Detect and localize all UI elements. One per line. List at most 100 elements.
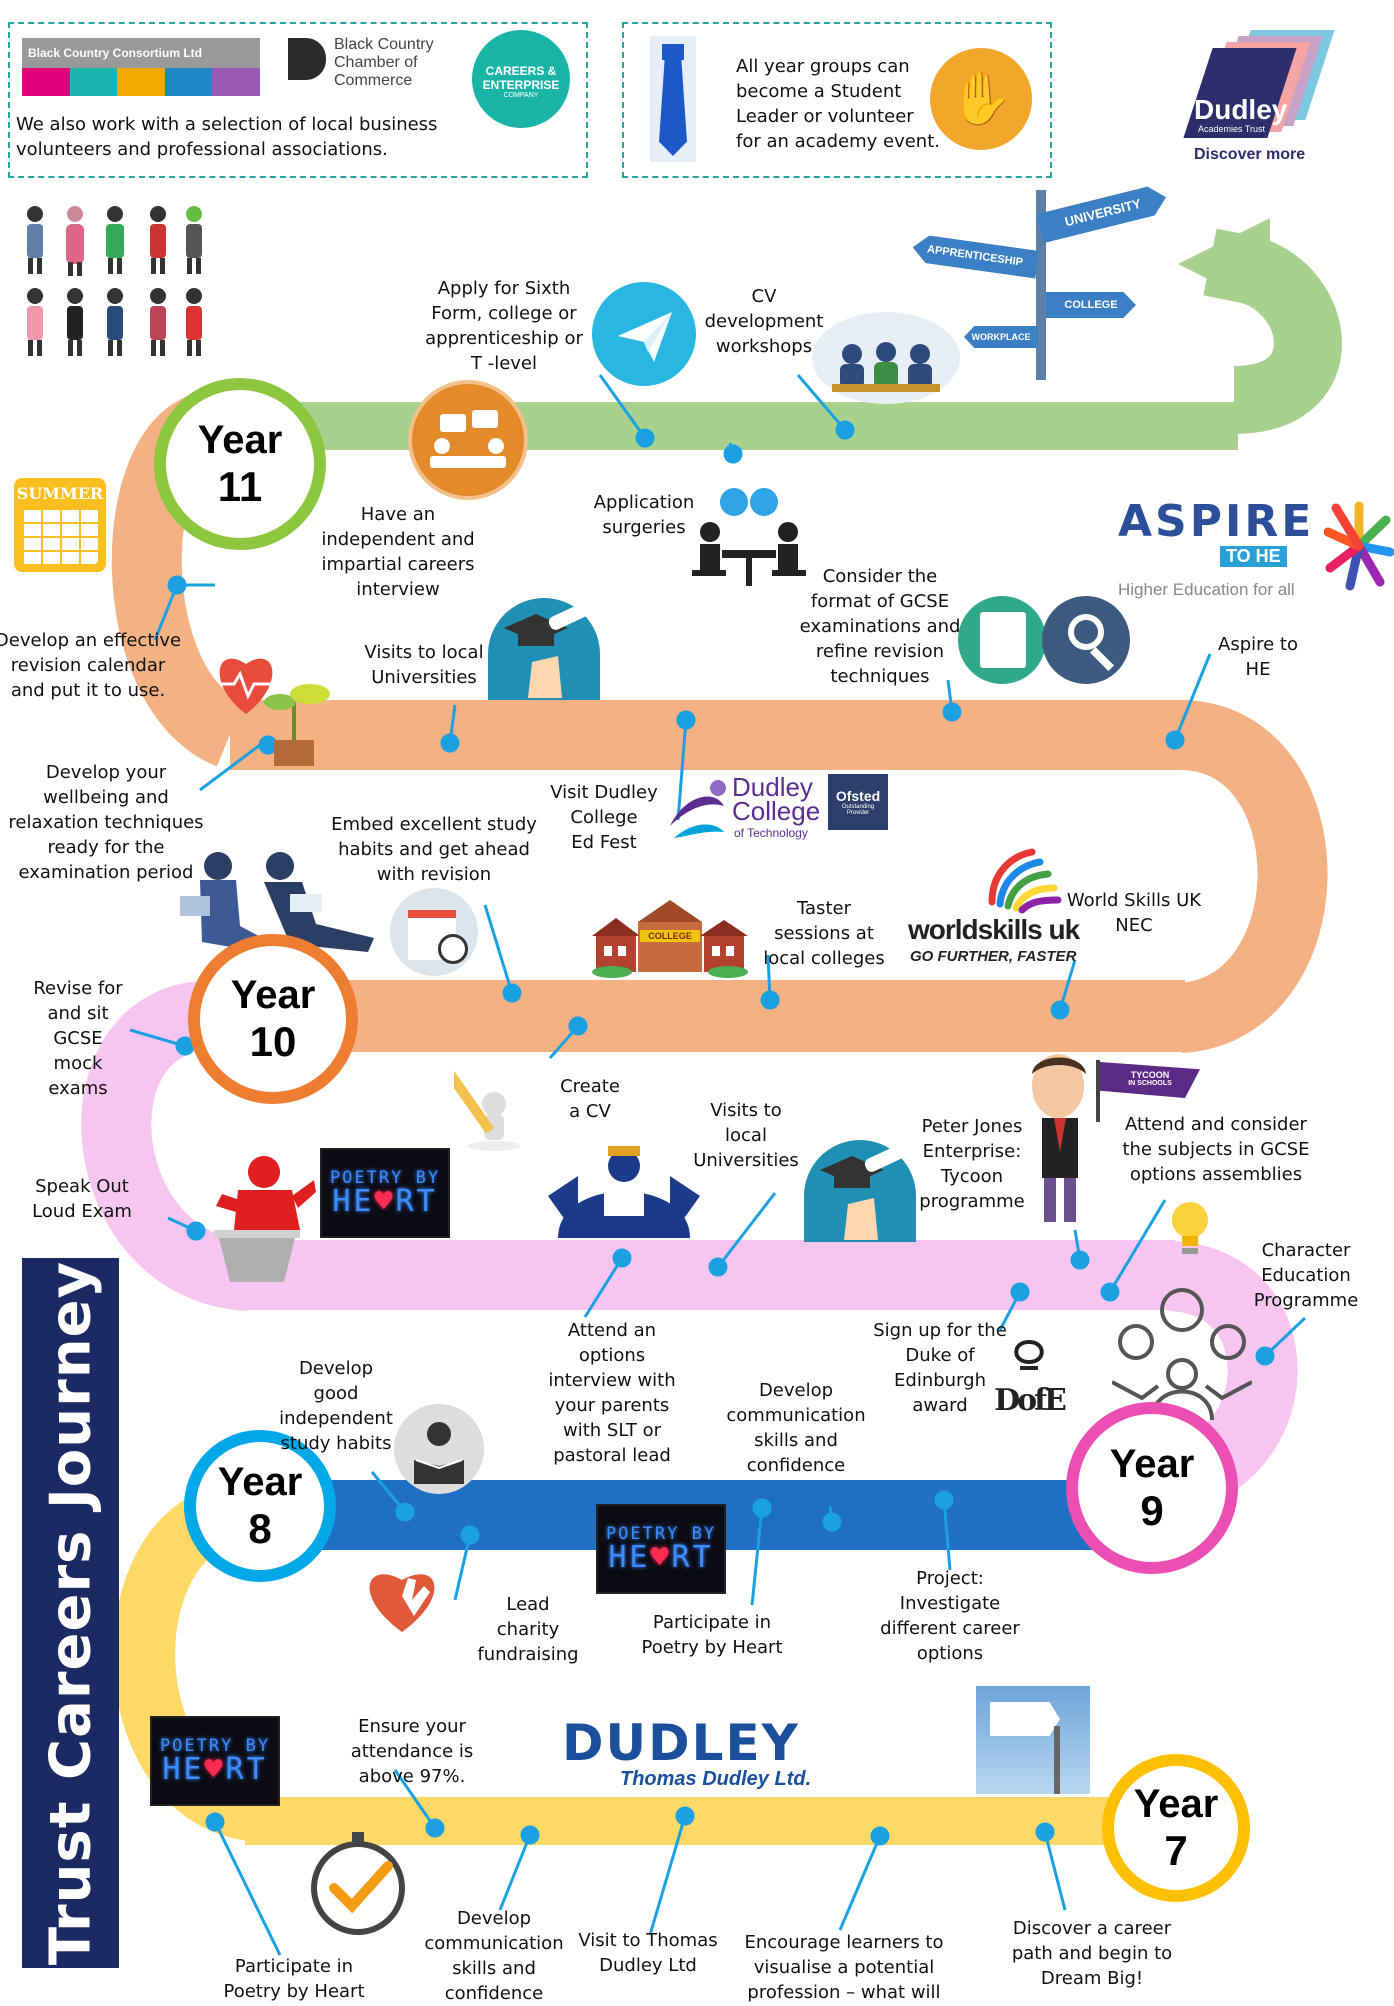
milestone-line: with revision: [376, 864, 492, 885]
milestone-line: Programme: [1253, 1290, 1359, 1311]
graduation-icon-y10: [804, 1140, 916, 1242]
milestone-line: Universities: [371, 667, 477, 688]
milestone-line: Develop an effective: [0, 630, 182, 651]
milestone-line: Encourage learners to: [744, 1932, 944, 1953]
milestone-line: Attend an: [567, 1320, 657, 1341]
milestone-line: Visit to Thomas: [578, 1930, 718, 1951]
speaker-podium-icon: [200, 1150, 316, 1286]
milestone-line: surgeries: [602, 517, 686, 538]
milestone-line: Participate in: [234, 1956, 354, 1977]
aspire-logo: ASPIRE TO HE Higher Education for all: [1114, 494, 1394, 614]
journey-title: Trust Careers Journey: [38, 1260, 103, 1966]
milestone-line: interview: [356, 579, 440, 600]
milestone-line: Peter Jones: [921, 1116, 1023, 1137]
milestone-line: examination period: [18, 862, 194, 883]
milestone-line: interview with: [548, 1370, 676, 1391]
milestone-line: pastoral lead: [553, 1445, 671, 1466]
milestone-line: development: [704, 311, 824, 332]
milestone-line: Project:: [916, 1568, 984, 1589]
cv-workshop-icon: [812, 312, 960, 404]
milestone-line: Discover a career: [1012, 1918, 1172, 1939]
consortium-logo: Black Country Consortium Ltd: [22, 38, 260, 96]
year10-badge: Year 10: [188, 934, 358, 1104]
milestone-line: College: [570, 807, 638, 828]
milestone-line: Speak Out: [35, 1176, 129, 1197]
milestone-line: above 97%.: [358, 1766, 466, 1787]
year9-badge: Year 9: [1066, 1402, 1238, 1574]
worldskills-logo: worldskills uk GO FURTHER, FASTER: [908, 842, 1080, 966]
milestone-line: Dream Big!: [1040, 1968, 1144, 1989]
application-surgeries-icon: [684, 484, 814, 590]
peter-jones-caricature-icon: [1024, 1052, 1096, 1228]
milestone-line: format of GCSE: [810, 591, 950, 612]
raised-hands-icon: ✋: [930, 48, 1032, 150]
revision-techniques-icon: [958, 596, 1134, 692]
milestone-line: refine revision: [815, 641, 945, 662]
dudley-college-logo: Dudley College of Technology Ofsted Outs…: [664, 772, 892, 858]
return-arrow-head: [1178, 218, 1270, 310]
milestone-line: Visit Dudley: [550, 782, 658, 803]
tie-icon: [650, 36, 696, 162]
milestone-line: with SLT or: [562, 1420, 661, 1441]
milestone-line: confidence: [746, 1455, 846, 1476]
milestone-line: Apply for Sixth: [437, 278, 571, 299]
milestone-line: local: [725, 1125, 767, 1146]
milestone-line: Develop: [456, 1908, 532, 1929]
character-education-icon: [1111, 1282, 1253, 1421]
milestone-line: Sign up for the: [873, 1320, 1007, 1341]
milestone-line: skills and: [754, 1430, 838, 1451]
partners-text-line-2: volunteers and professional associations…: [16, 139, 388, 160]
curve-y10-loop: [1175, 700, 1328, 1053]
milestone-line: Taster: [797, 898, 851, 919]
charity-heart-icon: [352, 1556, 456, 1646]
milestone-line: Participate in: [652, 1612, 772, 1633]
people-figures: [27, 206, 202, 356]
milestone-line: and put it to use.: [10, 680, 166, 701]
chamber-name-line-1: Black Country: [334, 36, 434, 53]
year7-band: [245, 1797, 1175, 1845]
chamber-name-line-3: Commerce: [334, 72, 413, 89]
milestone-world-skills: World Skills UK NEC: [1067, 888, 1201, 938]
leader-text-line-1: All year groups can: [736, 56, 910, 77]
milestone-line: independent: [279, 1408, 393, 1429]
milestone-line: World Skills UK: [1066, 890, 1202, 911]
poetry-by-heart-logo-y8: POETRY BY HE♥RT: [596, 1504, 726, 1594]
milestone-line: Embed excellent study: [331, 814, 537, 835]
milestone-line: Ed Fest: [571, 832, 637, 853]
milestone-line: NEC: [1115, 915, 1153, 936]
careers-enterprise-logo: CAREERS & ENTERPRISE COMPANY: [472, 30, 570, 128]
attendance-clock-icon: [304, 1830, 412, 1938]
lightbulb-icon: [1166, 1196, 1214, 1262]
college-building-icon: COLLEGE: [592, 896, 748, 978]
partners-box: Black Country Consortium Ltd Black Count…: [8, 22, 588, 178]
milestone-line: Lead: [506, 1594, 550, 1615]
milestone-line: award: [912, 1395, 968, 1416]
consortium-name: Black Country Consortium Ltd: [22, 38, 260, 68]
milestone-line: Form, college or: [431, 303, 577, 324]
milestone-line: revision calendar: [10, 655, 166, 676]
milestone-line: apprenticeship or: [425, 328, 583, 349]
milestone-line: options: [916, 1643, 984, 1664]
milestone-line: Create: [560, 1076, 620, 1097]
milestone-line: Investigate: [899, 1593, 1001, 1614]
milestone-line: Ensure your: [358, 1716, 466, 1737]
milestone-line: communication: [726, 1405, 866, 1426]
students-reading-icon: [140, 846, 382, 956]
milestone-line: Duke of: [905, 1345, 975, 1366]
year10-band-upper: [230, 700, 1190, 770]
milestone-line: wellbeing and: [43, 787, 169, 808]
chamber-logo: Black Country Chamber of Commerce: [286, 32, 466, 102]
